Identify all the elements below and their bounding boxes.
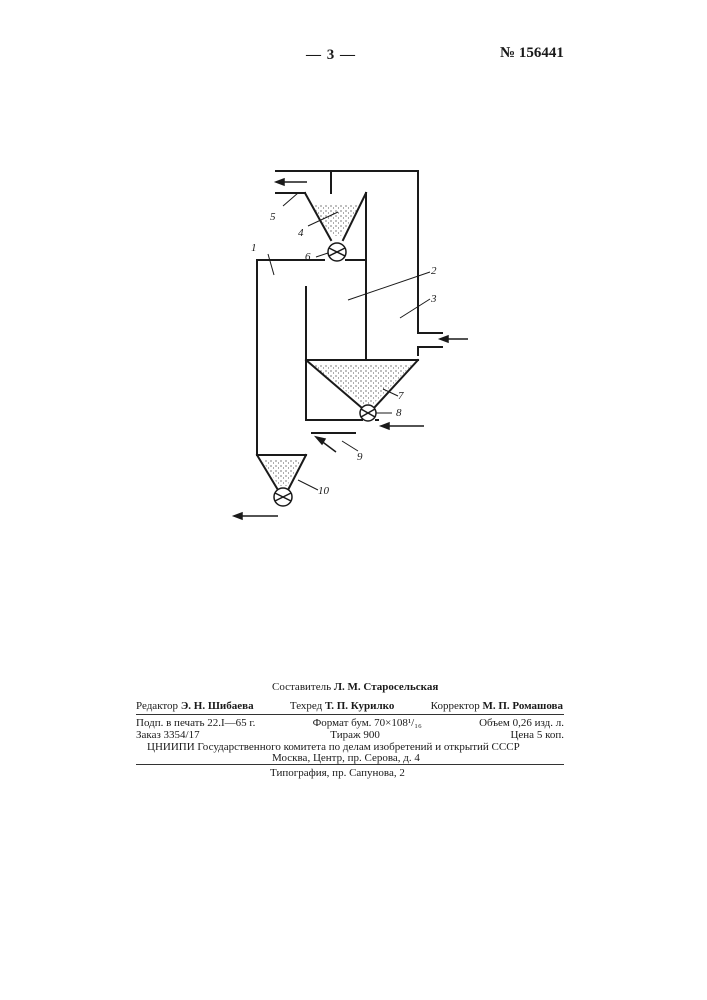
label-5: 5 [270, 211, 276, 223]
label-4: 4 [298, 227, 304, 239]
print-details-row-1: Подп. в печать 22.I—65 г. Формат бум. 70… [136, 717, 564, 729]
outflow-arrow-top [276, 179, 307, 185]
techred-prefix: Техред [290, 700, 322, 712]
signed-date: Подп. в печать 22.I—65 г. [136, 717, 255, 729]
feeder-6 [328, 243, 346, 261]
techred-credit: Техред Т. П. Курилко [290, 700, 394, 712]
divider-top [136, 714, 564, 715]
printer: Типография, пр. Сапунова, 2 [270, 767, 405, 779]
outflow-arrow-bottom [234, 513, 278, 519]
feeder-10 [274, 488, 292, 506]
compiler-prefix: Составитель [272, 681, 331, 693]
leader-10 [298, 480, 318, 490]
leader-6 [316, 253, 328, 257]
inflow-arrow-diagonal [316, 437, 336, 452]
corrector-prefix: Корректор [431, 700, 480, 712]
credits-row: Редактор Э. Н. Шибаева Техред Т. П. Кури… [136, 700, 563, 712]
corrector-credit: Корректор М. П. Ромашова [431, 700, 563, 712]
label-1: 1 [251, 242, 257, 254]
price: Цена 5 коп. [510, 729, 564, 741]
label-9: 9 [357, 451, 363, 463]
editor-name: Э. Н. Шибаева [181, 700, 254, 712]
editor-credit: Редактор Э. Н. Шибаева [136, 700, 254, 712]
leader-5 [283, 193, 298, 206]
divider-bottom [136, 764, 564, 765]
inflow-arrow-bottom [381, 423, 424, 429]
granules-hopper-7 [312, 365, 412, 405]
corrector-name: М. П. Ромашова [482, 700, 563, 712]
print-details-row-2: Заказ 3354/17 Тираж 900 Цена 5 коп. [136, 729, 564, 741]
feeder-8 [360, 405, 376, 421]
circulation: Тираж 900 [330, 729, 380, 741]
leader-9 [342, 441, 358, 451]
address: Москва, Центр, пр. Серова, д. 4 [272, 752, 420, 764]
techred-name: Т. П. Курилко [325, 700, 394, 712]
paper-format: Формат бум. 70×108¹/₁₆ [313, 717, 422, 729]
label-8: 8 [396, 407, 402, 419]
order-number: Заказ 3354/17 [136, 729, 200, 741]
label-2: 2 [431, 265, 437, 277]
volume: Объем 0,26 изд. л. [479, 717, 564, 729]
label-6: 6 [305, 251, 311, 263]
compiler-line: Составитель Л. М. Старосельская [272, 681, 438, 693]
inflow-arrow-right [440, 336, 468, 342]
label-7: 7 [398, 390, 404, 402]
compiler-name: Л. М. Старосельская [334, 681, 438, 693]
leader-3 [400, 299, 430, 318]
label-3: 3 [430, 293, 437, 305]
leader-1 [268, 254, 274, 275]
editor-prefix: Редактор [136, 700, 178, 712]
label-10: 10 [318, 485, 330, 497]
